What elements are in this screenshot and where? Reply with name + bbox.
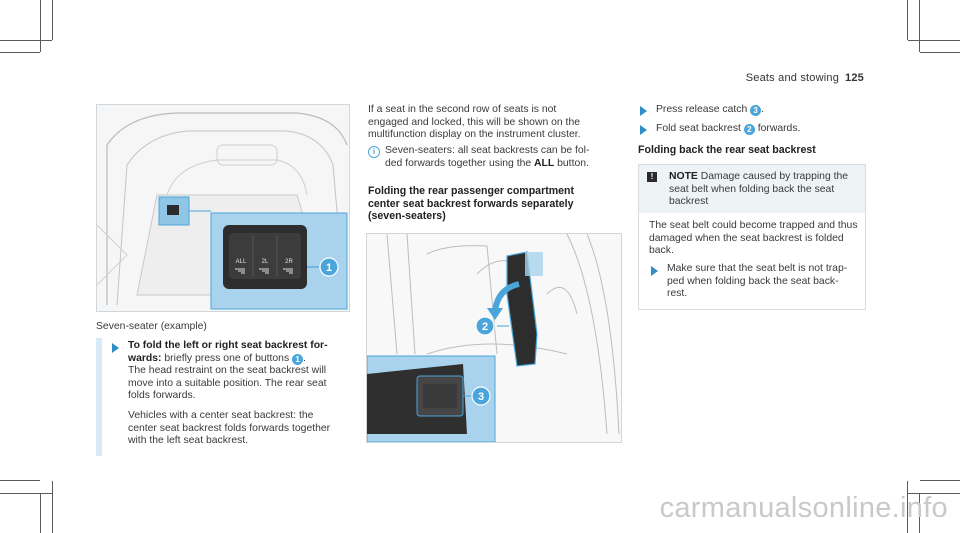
note-body-line-2: damaged when the seat backrest is folded — [649, 232, 844, 244]
note-step: Make sure that the seat belt is not trap… — [667, 263, 863, 301]
note-step-line-2: ped when folding back the seat back- — [667, 275, 839, 287]
step-fold-backrest-tail: forwards. — [757, 123, 801, 134]
crop-mark — [919, 493, 920, 533]
callout-ref-3: 3 — [750, 105, 762, 116]
intro-line-3: multifunction display on the instrument … — [368, 129, 581, 141]
button-label-all[interactable]: ALL — [236, 259, 247, 265]
callout-1: 1 — [326, 262, 332, 274]
info-line-2a: ded forwards together using the — [385, 157, 535, 169]
callout-ref-1: 1 — [292, 353, 304, 365]
step-arrow-icon — [640, 106, 647, 116]
intro-paragraph: If a seat in the second row of seats is … — [368, 104, 618, 142]
warning-icon: ! — [647, 172, 657, 182]
center-backrest-line-3: with the left seat backrest. — [128, 435, 249, 447]
center-seat-drawing: 2 3 — [367, 234, 621, 442]
center-backrest-line-1: Vehicles with a center seat backrest: th… — [128, 409, 314, 421]
note-step-line-3: rest. — [667, 288, 688, 300]
note-body-line-3: back. — [649, 245, 674, 257]
center-heading-line-1: Folding the rear passenger compartment — [368, 185, 575, 197]
crop-mark — [52, 0, 53, 40]
step-fold-forward-line-3: folds forwards. — [128, 390, 196, 402]
step-press-catch-text: Press release catch — [656, 104, 748, 115]
step-fold-forward-tail: . — [303, 352, 306, 364]
callout-3: 3 — [478, 391, 484, 403]
crop-mark — [40, 0, 41, 52]
crop-mark — [40, 493, 41, 533]
info-icon: i — [368, 146, 380, 158]
crop-mark — [907, 481, 908, 533]
step-arrow-icon — [112, 343, 119, 353]
note-title-line-1: Damage caused by trapping the — [700, 171, 849, 182]
intro-line-2: engaged and locked, this will be shown o… — [368, 116, 580, 128]
crop-mark — [908, 40, 960, 41]
note-box: ! NOTE Damage caused by trapping the sea… — [638, 164, 866, 310]
info-all-label: ALL — [534, 157, 555, 169]
step-press-catch: Press release catch 3. — [656, 104, 765, 116]
crop-mark — [919, 0, 920, 52]
button-label-2r[interactable]: 2R — [285, 259, 293, 265]
figure-caption: Seven-seater (example) — [96, 321, 207, 332]
note-title-line-3: backrest — [669, 196, 709, 208]
crop-mark — [0, 493, 52, 494]
crop-mark — [52, 481, 53, 533]
note-step-line-1: Make sure that the seat belt is not trap… — [667, 263, 848, 274]
info-line-1: Seven-seaters: all seat backrests can be… — [385, 145, 590, 156]
center-heading-line-3: (seven-seaters) — [368, 210, 446, 223]
running-header: Seats and stowing 125 — [746, 72, 864, 84]
callout-2: 2 — [482, 321, 488, 333]
intro-line-1: If a seat in the second row of seats is … — [368, 104, 557, 115]
step-arrow-icon — [651, 266, 658, 276]
crop-mark — [920, 480, 960, 481]
note-title: NOTE Damage caused by trapping the seat … — [669, 171, 859, 209]
crop-mark — [0, 40, 52, 41]
cargo-area-drawing: ALL 2L 2R 1 — [97, 105, 349, 311]
step-fold-forward-text: briefly press one of buttons — [164, 352, 290, 364]
step-fold-forward-line-1: The head restraint on the seat backrest … — [128, 365, 327, 377]
crop-mark — [907, 0, 908, 40]
step-arrow-icon — [640, 125, 647, 135]
crop-mark — [920, 52, 960, 53]
center-seat-illustration: 2 3 — [366, 233, 622, 443]
note-header — [639, 165, 865, 213]
step-fold-backrest: Fold seat backrest 2 forwards. — [656, 123, 800, 136]
page-number: 125 — [845, 72, 864, 84]
crop-mark — [908, 493, 960, 494]
button-label-2l[interactable]: 2L — [262, 259, 269, 265]
center-heading-line-2: center seat backrest forwards separately — [368, 197, 574, 210]
crop-mark — [0, 52, 40, 53]
watermark: carmanualsonline.info — [659, 492, 948, 524]
note-body-line-1: The seat belt could become trapped and t… — [649, 220, 858, 231]
section-heading-center: Folding the rear passenger compartment c… — [368, 185, 618, 223]
section-heading-foldback: Folding back the rear seat backrest — [638, 144, 816, 156]
instruction-bar — [96, 338, 102, 456]
step-fold-backrest-text: Fold seat backrest — [656, 123, 741, 134]
note-body: The seat belt could become trapped and t… — [649, 220, 863, 258]
callout-ref-2: 2 — [743, 124, 755, 135]
note-label: NOTE — [669, 171, 698, 182]
step-fold-forward-title: To fold the left or right seat backrest … — [128, 340, 328, 364]
info-note: Seven-seaters: all seat backrests can be… — [385, 145, 625, 170]
note-title-line-2: seat belt when folding back the seat — [669, 183, 835, 195]
center-backrest-line-2: center seat backrest folds forwards toge… — [128, 422, 331, 434]
info-line-2b: button. — [554, 157, 589, 169]
crop-mark — [0, 480, 40, 481]
section-title: Seats and stowing — [745, 72, 840, 84]
cargo-area-illustration: ALL 2L 2R 1 — [96, 104, 350, 312]
step-fold-forward: To fold the left or right seat backrest … — [128, 340, 350, 448]
step-fold-forward-line-2: move into a suitable position. The rear … — [128, 377, 327, 389]
